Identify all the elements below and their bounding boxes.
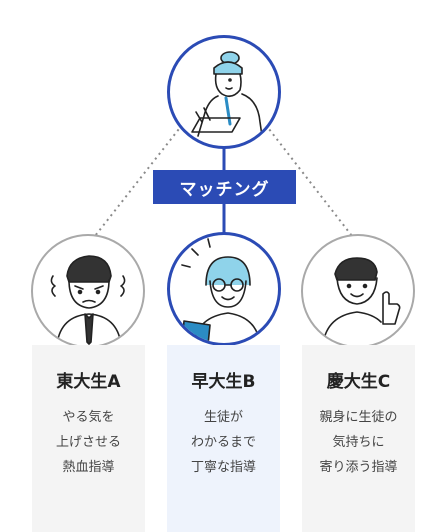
tutor-a-name: 東大生A xyxy=(56,372,121,392)
student-avatar xyxy=(167,35,281,149)
tutor-a-desc-line: やる気を xyxy=(62,410,115,425)
tutor-c-description: 親身に生徒の 気持ちに 寄り添う指導 xyxy=(302,405,415,480)
thumbs-up-tutor-icon xyxy=(322,257,401,345)
tutor-a-desc-line: 熱血指導 xyxy=(62,460,115,475)
tutor-c-desc-line: 気持ちに xyxy=(332,435,385,450)
connector-left xyxy=(94,119,187,237)
tutor-b-desc-line: わかるまで xyxy=(190,435,256,450)
tutor-c-card: 慶大生C 親身に生徒の 気持ちに 寄り添う指導 xyxy=(302,345,415,532)
connector-right xyxy=(261,119,353,237)
tutor-a-description: やる気を 上げさせる 熱血指導 xyxy=(32,405,145,480)
tutor-b-card: 早大生B 生徒が わかるまで 丁寧な指導 xyxy=(167,345,280,532)
student-at-laptop-icon xyxy=(191,51,263,137)
tutor-c-name: 慶大生C xyxy=(326,372,391,392)
tutor-b-name: 早大生B xyxy=(191,372,256,392)
tutor-b-description: 生徒が わかるまで 丁寧な指導 xyxy=(167,405,280,480)
tutor-b-desc-line: 丁寧な指導 xyxy=(190,460,256,475)
tutor-b-desc-line: 生徒が xyxy=(203,410,243,425)
tutor-c-desc-line: 親身に生徒の xyxy=(319,410,398,425)
matching-label: マッチング xyxy=(153,170,296,204)
tutor-c-avatar xyxy=(301,234,415,348)
angry-tutor-icon xyxy=(50,255,126,345)
tutor-c-desc-line: 寄り添う指導 xyxy=(319,460,398,475)
tutor-b-avatar xyxy=(167,232,281,346)
tutor-a-desc-line: 上げさせる xyxy=(55,435,121,450)
smiling-tutor-icon xyxy=(181,238,261,343)
tutor-a-avatar xyxy=(31,234,145,348)
tutor-a-card: 東大生A やる気を 上げさせる 熱血指導 xyxy=(32,345,145,532)
